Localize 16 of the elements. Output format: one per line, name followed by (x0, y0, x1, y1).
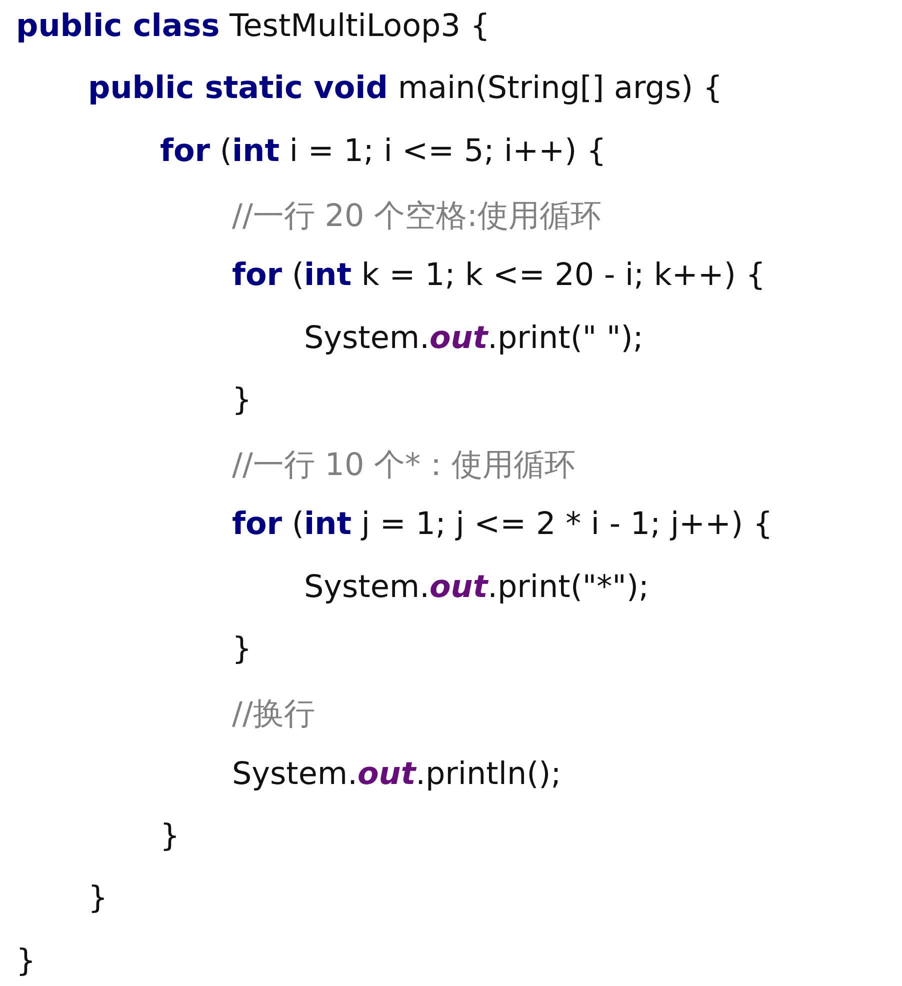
code-line: System.out.println(); (232, 756, 562, 792)
code-line: for (int j = 1; j <= 2 * i - 1; j++) { (232, 506, 773, 542)
code-line: public static void main(String[] args) { (88, 70, 723, 106)
code-line: public class TestMultiLoop3 { (16, 8, 490, 44)
code-line: } (88, 880, 108, 916)
code-line: System.out.print(" "); (304, 320, 644, 356)
code-comment: //一行 20 个空格:使用循环 (232, 196, 602, 236)
code-line: } (232, 631, 252, 667)
code-line: for (int k = 1; k <= 20 - i; k++) { (232, 257, 766, 294)
code-comment: //一行 10 个*：使用循环 (232, 446, 576, 486)
code-line: } (16, 942, 36, 978)
code-comment: //换行 (232, 695, 315, 734)
code-line: for (int i = 1; i <= 5; i++) { (160, 132, 606, 169)
code-line: System.out.print("*"); (304, 568, 649, 605)
code-line: } (232, 382, 252, 418)
code-line: } (160, 818, 180, 854)
